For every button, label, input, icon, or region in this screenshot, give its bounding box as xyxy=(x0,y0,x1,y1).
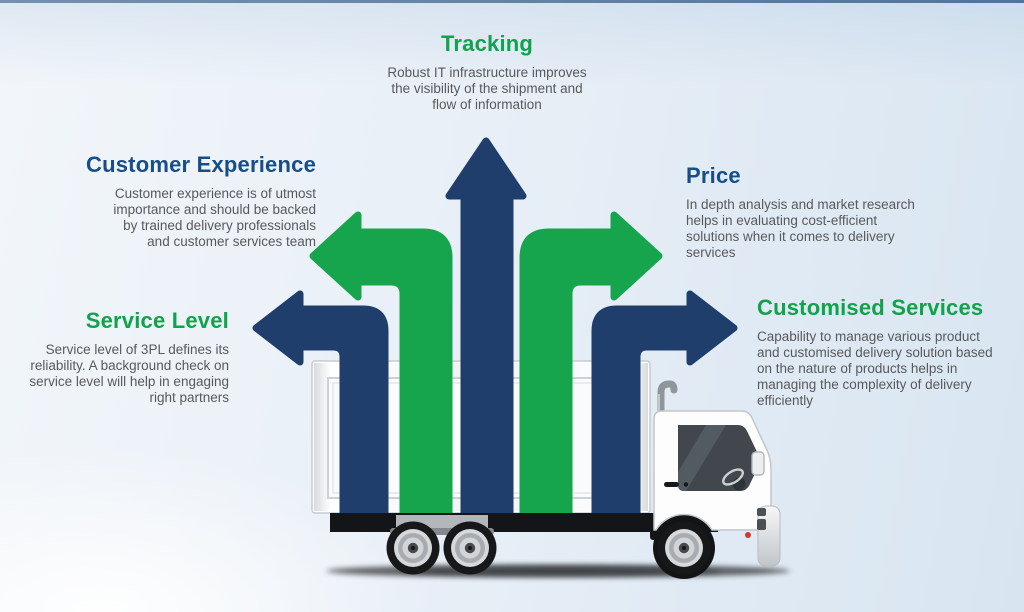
front-wheel xyxy=(657,521,711,575)
top-border-line xyxy=(0,0,1024,3)
cab-window-glare xyxy=(678,425,726,491)
tracking-title: Tracking xyxy=(440,31,534,56)
arrow-up-navy-icon xyxy=(445,137,527,518)
bumper-vent-top xyxy=(757,508,766,516)
arrow-right-green-icon xyxy=(519,211,663,518)
arrow-left-green-icon xyxy=(309,211,453,518)
direction-arrows xyxy=(252,137,738,518)
section-customer-experience: Customer Experience Customer experience … xyxy=(26,153,316,250)
door-handle xyxy=(664,482,679,487)
steering-wheel xyxy=(722,468,744,486)
price-description: In depth analysis and market research he… xyxy=(686,197,915,260)
door-lock-dot xyxy=(683,482,689,487)
customised-services-title: Customised Services xyxy=(757,295,984,320)
section-price: Price In depth analysis and market resea… xyxy=(686,164,986,261)
truck-cab xyxy=(653,410,781,579)
rear-wheel-inner xyxy=(443,521,497,575)
price-title: Price xyxy=(686,163,741,188)
tracking-description: Robust IT infrastructure improves the vi… xyxy=(387,65,587,112)
bumper-vent-bottom xyxy=(757,519,766,530)
marker-light xyxy=(745,532,751,538)
arrow-right-navy-icon xyxy=(591,290,738,518)
section-customised-services: Customised Services Capability to manage… xyxy=(757,296,1024,409)
customised-services-description: Capability to manage various product and… xyxy=(757,329,993,408)
customer-experience-description: Customer experience is of utmost importa… xyxy=(113,186,316,249)
service-level-description: Service level of 3PL defines its reliabi… xyxy=(29,342,229,405)
arrow-left-navy-icon xyxy=(252,290,389,518)
side-mirror xyxy=(751,451,765,476)
customer-experience-title: Customer Experience xyxy=(86,152,316,177)
rear-wheel-outer xyxy=(386,521,440,575)
section-tracking: Tracking Robust IT infrastructure improv… xyxy=(327,32,647,113)
service-level-title: Service Level xyxy=(85,308,229,333)
section-service-level: Service Level Service level of 3PL defin… xyxy=(0,309,229,406)
